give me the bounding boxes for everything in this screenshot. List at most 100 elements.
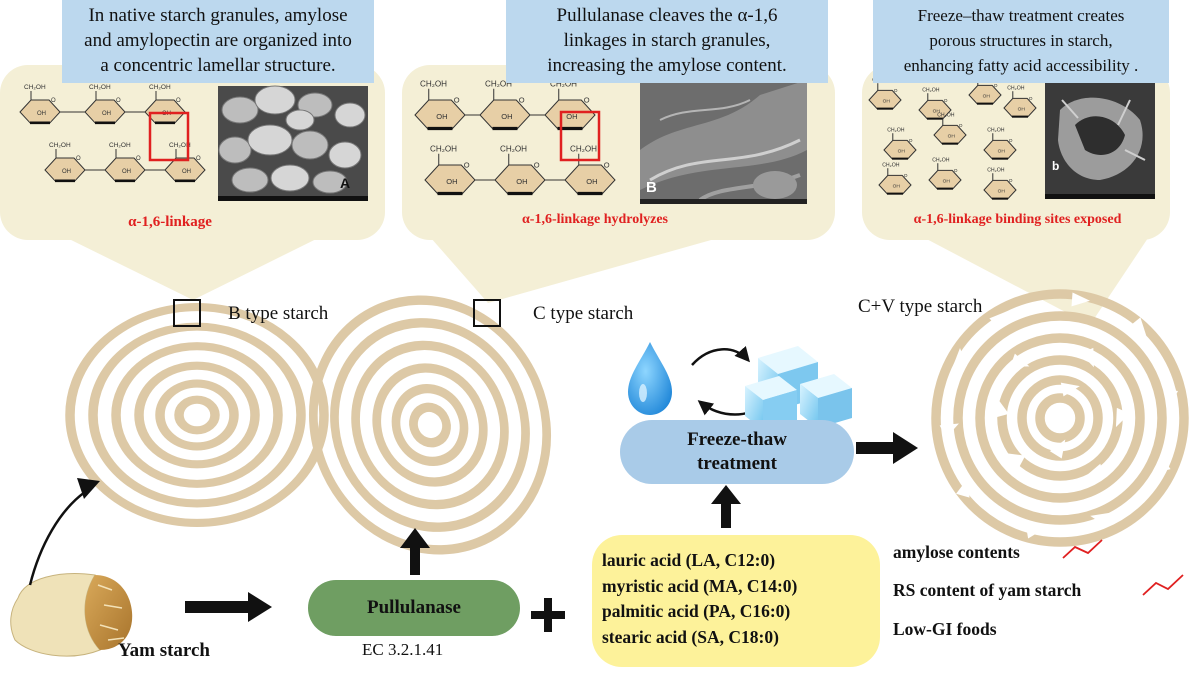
sem-image-native: A <box>218 85 368 201</box>
caption-pullulanase-line-1: Pullulanase cleaves the α-1,6 <box>556 5 778 26</box>
caption-native-line-3: a concentric lamellar structure. <box>100 55 336 76</box>
ring-o-label: O <box>176 98 181 104</box>
ring-ch2oh-label: CH₂OH <box>24 84 46 91</box>
ring-oh-label: OH <box>436 112 447 121</box>
caption-pullulanase: Pullulanase cleaves the α-1,6 linkages i… <box>506 0 828 83</box>
ring-oh-label: OH <box>62 169 71 175</box>
ring-ch2oh-label: CH₂OH <box>89 84 111 91</box>
ring-oh-label: OH <box>898 148 906 154</box>
ring-ch2oh-label: CH₂OH <box>932 158 950 164</box>
ring-ch2oh-label: CH₂OH <box>49 142 71 149</box>
ring-oh-label: OH <box>998 188 1006 194</box>
yam-starch-label: Yam starch <box>118 640 211 661</box>
ring-o-label: O <box>954 168 958 174</box>
ring-ch2oh-label: CH₂OH <box>887 128 905 134</box>
ring-o-label: O <box>1009 178 1013 184</box>
ring-ch2oh-label: CH₂OH <box>882 163 900 169</box>
ring-o-label: O <box>116 98 121 104</box>
ring-o-label: O <box>136 156 141 162</box>
ring-o-label: O <box>994 83 998 89</box>
ring-oh-label: OH <box>586 177 597 186</box>
starch-granule-b-type <box>65 303 329 527</box>
linkage-highlight-native <box>148 111 190 162</box>
arrow-enzyme-up <box>400 528 430 575</box>
caption-freeze-line-2: porous structures in starch, <box>929 31 1113 50</box>
fatty-acid-box: lauric acid (LA, C12:0) myristic acid (M… <box>592 535 880 667</box>
ring-ch2oh-label: CH₂OH <box>922 88 940 94</box>
ice-cubes-icon <box>745 346 852 430</box>
ring-ch2oh-label: CH₂OH <box>937 113 955 119</box>
ring-oh-label: OH <box>501 112 512 121</box>
ring-oh-label: OH <box>998 148 1006 154</box>
zoom-square-c <box>473 299 501 327</box>
fatty-acid-item: palmitic acid (PA, C16:0) <box>602 601 791 621</box>
ring-oh-label: OH <box>948 133 956 139</box>
ring-oh-label: OH <box>883 98 891 104</box>
ring-ch2oh-label: CH₂OH <box>485 79 512 88</box>
ring-oh-label: OH <box>893 183 901 189</box>
ring-o-label: O <box>904 173 908 179</box>
ring-ch2oh-label: CH₂OH <box>500 144 527 153</box>
caption-pullulanase-line-2: linkages in starch granules, <box>563 30 771 51</box>
glucose-ring: CH₂OH OH O <box>479 79 531 131</box>
ring-o-label: O <box>944 98 948 104</box>
trend-up-icon-amylose <box>1062 539 1103 559</box>
linkage-label-pullulanase: α-1,6-linkage hydrolyzes <box>521 212 668 227</box>
sem-letter-native: A <box>340 175 350 191</box>
ring-oh-label: OH <box>943 178 951 184</box>
caption-pullulanase-line-3: increasing the amylose content. <box>547 55 787 76</box>
ring-ch2oh-label: CH₂OH <box>420 79 447 88</box>
ring-o-label: O <box>51 98 56 104</box>
yam-to-granule-arrowhead <box>77 478 100 499</box>
effect-low-gi: Low-GI foods <box>893 619 997 639</box>
ring-o-label: O <box>519 96 525 105</box>
freeze-thaw-line-1: Freeze-thaw <box>687 429 787 450</box>
yam-illustration <box>10 573 133 657</box>
ring-ch2oh-label: CH₂OH <box>570 144 597 153</box>
cv-type-label: C+V type starch <box>858 296 983 317</box>
ring-ch2oh-label: CH₂OH <box>1007 86 1025 92</box>
trend-up-icon-rs <box>1142 574 1184 596</box>
caption-native-line-1: In native starch granules, amylose <box>88 5 348 26</box>
fatty-acid-item: stearic acid (SA, C18:0) <box>602 626 779 647</box>
ring-o-label: O <box>894 88 898 94</box>
fatty-acid-item: myristic acid (MA, C14:0) <box>602 575 798 596</box>
glucose-ring: CH₂OH OH O <box>414 79 466 131</box>
ring-oh-label: OH <box>446 177 457 186</box>
starch-granule-cv-type <box>931 289 1189 547</box>
effect-amylose: amylose contents <box>893 542 1020 562</box>
effect-rs-content: RS content of yam starch <box>893 580 1082 600</box>
ring-oh-label: OH <box>983 93 991 99</box>
glucose-ring: CH₂OH OHO <box>878 163 912 195</box>
sem-letter-freeze: b <box>1052 159 1059 173</box>
ring-oh-label: OH <box>122 169 131 175</box>
glucose-ring: CH₂OH OHO <box>928 158 962 190</box>
sem-image-freeze: b <box>1045 83 1155 199</box>
ring-o-label: O <box>1009 138 1013 144</box>
ring-oh-label: OH <box>933 108 941 114</box>
caption-freeze-line-1: Freeze–thaw treatment creates <box>917 6 1125 25</box>
linkage-label-native: α-1,6-linkage <box>128 214 212 230</box>
arrow-yam-to-enzyme <box>185 592 272 622</box>
arrow-freeze-to-granule <box>856 432 918 464</box>
b-type-label: B type starch <box>228 303 329 324</box>
starch-granule-c-type <box>308 295 552 555</box>
ring-o-label: O <box>454 96 460 105</box>
molecule-structure-native: CH₂OHOHOCH₂OHOHOCH₂OHOHOCH₂OHOHOCH₂OHOHO… <box>19 84 206 183</box>
ring-ch2oh-label: CH₂OH <box>550 79 577 88</box>
